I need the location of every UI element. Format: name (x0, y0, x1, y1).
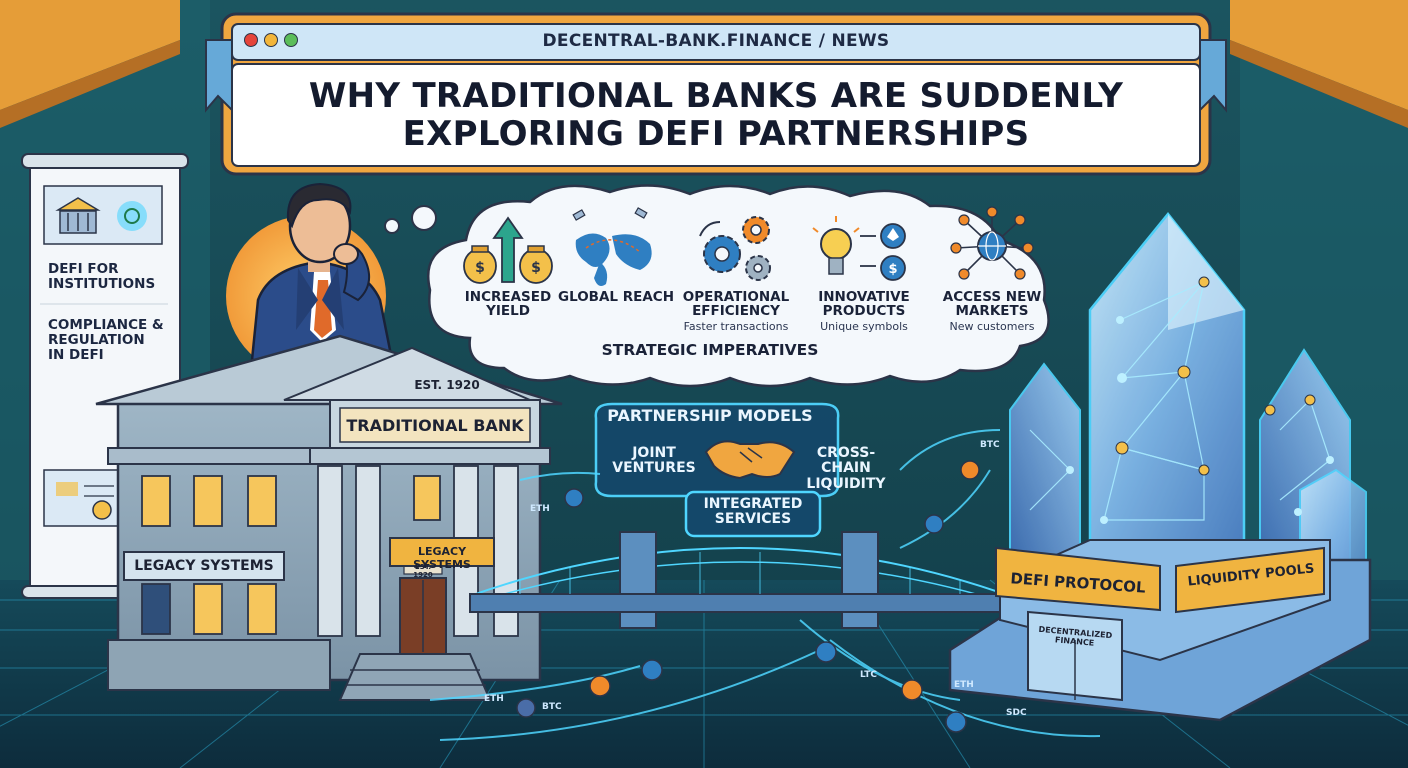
token-label-eth-floor-right: ETH (954, 680, 974, 690)
thought-dot-small (384, 218, 400, 234)
legacy-systems-right-label: LEGACY SYSTEMS (413, 545, 471, 571)
handshake-icon (704, 440, 796, 480)
bank-name-sign: TRADITIONAL BANK (346, 416, 524, 435)
token-label-btc-floor: BTC (542, 702, 562, 712)
legacy-sign-right (389, 537, 495, 567)
bank-building-icon (55, 197, 101, 234)
svg-text:$: $ (888, 262, 897, 277)
benefit-operational-efficiency: OPERATIONAL EFFICIENCY Faster transactio… (682, 289, 790, 334)
liquidity-pools-sign (1175, 546, 1325, 614)
poster-item-defi-institutions: DEFI FOR INSTITUTIONS (48, 261, 156, 292)
svg-text:$: $ (531, 260, 541, 276)
banker-figure (250, 182, 394, 362)
window-close-dot[interactable] (244, 33, 258, 47)
browser-window (220, 12, 1212, 176)
money-bags-arrow-icon: $ $ (463, 216, 553, 284)
benefit-innovative-products: INNOVATIVE PRODUCTS Unique symbols (818, 289, 910, 334)
bank-est-label: EST. 1920 (414, 378, 480, 392)
gears-icon (699, 216, 771, 281)
crypto-coins (516, 460, 980, 733)
partnership-integrated-services: INTEGRATED SERVICES (703, 496, 803, 528)
window-minimize-dot[interactable] (264, 33, 278, 47)
headline-line-2: EXPLORING DEFI PARTNERSHIPS (402, 114, 1030, 155)
token-label-eth-floor: ETH (484, 694, 504, 704)
network-globe-icon (950, 206, 1034, 280)
ceiling-beam-left (0, 0, 180, 110)
token-label-btc-right: BTC (980, 440, 1000, 450)
poster-item-compliance: COMPLIANCE & REGULATION IN DEFI (48, 317, 164, 363)
world-map-satellite-icon (572, 207, 652, 286)
defi-protocol-sign (995, 546, 1161, 612)
partnership-models-title: PARTNERSHIP MODELS (607, 406, 813, 425)
token-label-ltc-floor: LTC (860, 670, 877, 680)
certificate-icon (43, 469, 125, 527)
traditional-bank-building (95, 334, 563, 701)
svg-text:$: $ (475, 260, 485, 276)
ceiling-beam-right (1230, 0, 1408, 110)
token-label-usdc-floor: SDC (1006, 708, 1027, 718)
door-plate-label: EST. 1920 (413, 563, 433, 579)
headline: WHY TRADITIONAL BANKS ARE SUDDENLY EXPLO… (260, 77, 1172, 153)
defi-protocol-base (948, 539, 1372, 722)
legacy-sign-left (123, 551, 285, 581)
network-icon (117, 201, 147, 231)
data-flow-lines (429, 429, 1101, 741)
benefit-increased-yield: INCREASED YIELD (464, 289, 552, 320)
headline-line-1: WHY TRADITIONAL BANKS ARE SUDDENLY (308, 76, 1124, 116)
news-browser: DECENTRAL-BANK.FINANCE / NEWS WHY TRADIT… (230, 17, 1202, 169)
partnership-panel (594, 402, 840, 538)
benefit-global-reach: GLOBAL REACH (558, 289, 674, 305)
strategic-imperatives-caption: STRATEGIC IMPERATIVES (601, 341, 819, 359)
benefit-access-new-markets: ACCESS NEW MARKETS New customers (942, 289, 1042, 334)
lightbulb-crypto-icon: $ (812, 216, 906, 281)
token-label-eth-left: ETH (530, 504, 550, 514)
bridge (469, 531, 1011, 629)
legacy-systems-left-label: LEGACY SYSTEMS (134, 558, 274, 574)
url-bar[interactable]: DECENTRAL-BANK.FINANCE / NEWS (542, 31, 890, 51)
thought-dot-large (411, 205, 437, 231)
window-maximize-dot[interactable] (284, 33, 298, 47)
partnership-cross-chain-liquidity: CROSS-CHAIN LIQUIDITY (806, 445, 886, 492)
partnership-joint-ventures: JOINT VENTURES (612, 445, 696, 477)
